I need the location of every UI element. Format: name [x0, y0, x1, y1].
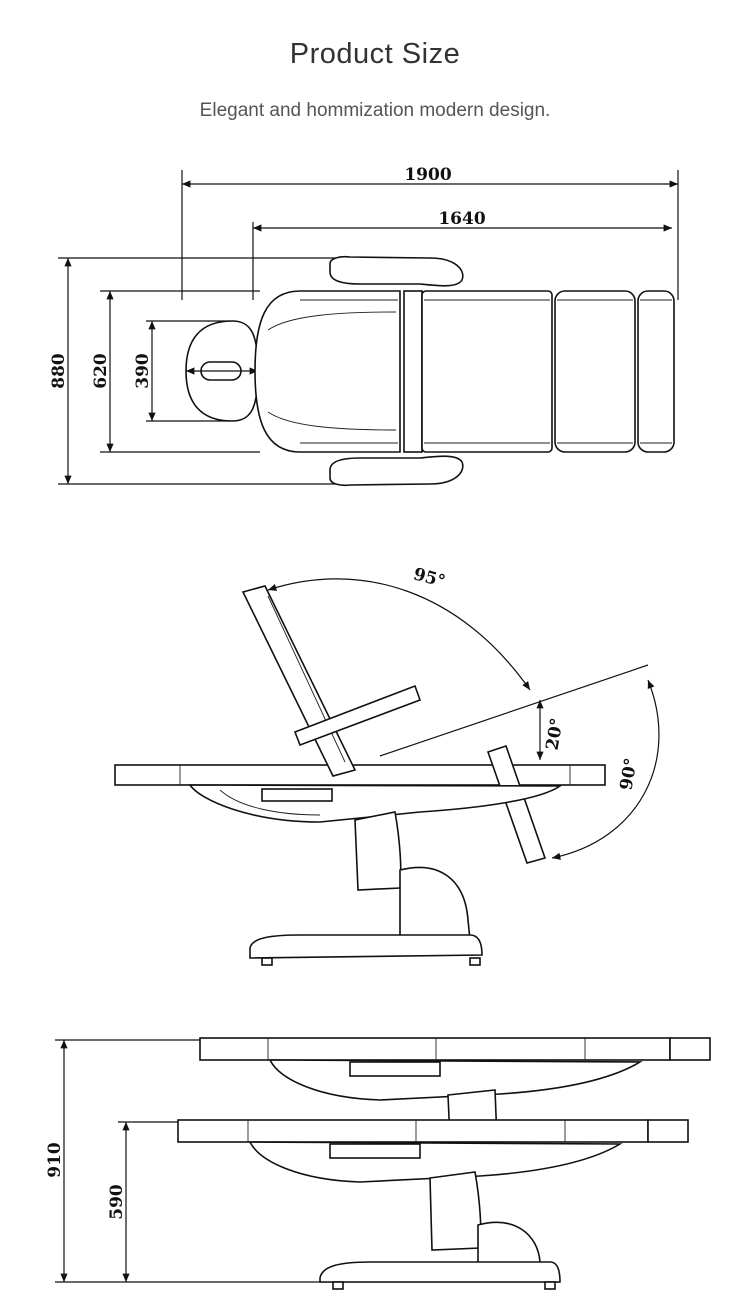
- page-title-text: Product Size: [289, 38, 461, 70]
- height-view-diagram: 910 590: [45, 1037, 711, 1290]
- dim-620: 620: [91, 353, 111, 389]
- angle-95: 95°: [411, 564, 447, 592]
- angle-90: 90°: [616, 757, 641, 792]
- dim-590: 590: [107, 1184, 127, 1220]
- dim-880: 880: [49, 353, 69, 389]
- dim-910: 910: [45, 1142, 65, 1178]
- dim-1640: 1640: [438, 209, 485, 229]
- title-wrap: Product Size: [0, 38, 750, 71]
- page-title: Product Size: [283, 38, 467, 71]
- dim-390: 390: [133, 353, 153, 389]
- side-view-diagram: 95° 20° 90°: [114, 564, 660, 966]
- page-subtitle: Elegant and hommization modern design.: [199, 100, 551, 121]
- top-view-diagram: 1900 1640 880 620 390 295: [49, 165, 679, 487]
- angle-20: 20°: [542, 717, 567, 752]
- dim-1900: 1900: [404, 165, 451, 185]
